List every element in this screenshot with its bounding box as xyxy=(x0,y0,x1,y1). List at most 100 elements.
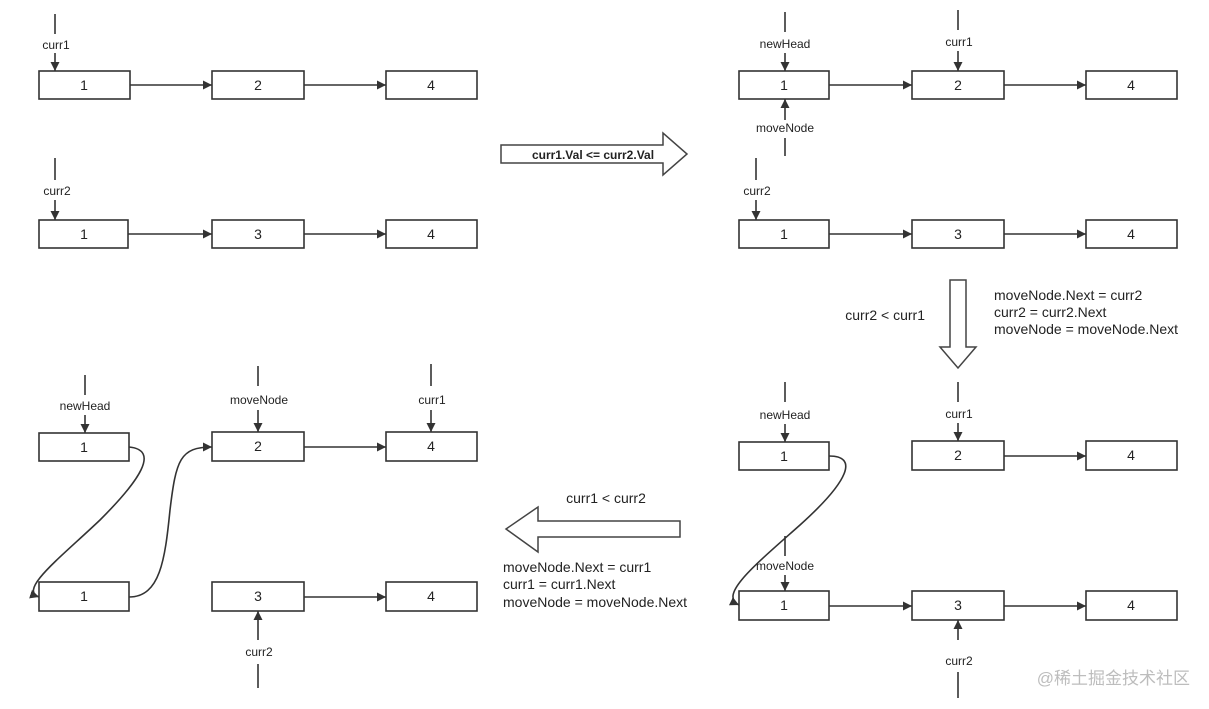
right-arrow-shape xyxy=(500,131,689,177)
code-line: curr2 = curr2.Next xyxy=(994,304,1107,320)
list1-node: 1 xyxy=(738,70,830,100)
pointer-label: moveNode xyxy=(756,559,814,573)
pointer-label: newHead xyxy=(760,37,811,51)
node-value: 4 xyxy=(1127,226,1135,242)
panel-bottom-left: newHead moveNode curr1 1 2 4 1 xyxy=(29,364,478,688)
node-value: 1 xyxy=(780,226,788,242)
node-value: 4 xyxy=(1127,447,1135,463)
panel-top-left: curr1 1 2 4 curr2 1 3 xyxy=(38,14,478,249)
pointer-newHead: newHead xyxy=(60,375,111,433)
list1-node: 4 xyxy=(1085,70,1178,100)
pointer-curr2: curr2 xyxy=(945,620,973,698)
list2-node: 3 xyxy=(211,581,305,612)
transition-left: curr1 < curr2 moveNode.Next = curr1 curr… xyxy=(503,490,687,610)
node-value: 2 xyxy=(954,77,962,93)
node-value: 1 xyxy=(780,597,788,613)
down-arrow-shape xyxy=(938,279,978,370)
transition-condition: curr1.Val <= curr2.Val xyxy=(532,148,654,162)
code-line: curr1 = curr1.Next xyxy=(503,576,616,592)
list1-node: 4 xyxy=(1085,440,1178,471)
pointer-curr2: curr2 xyxy=(43,158,71,220)
node-value: 1 xyxy=(80,226,88,242)
pointer-newHead: newHead xyxy=(760,382,811,442)
list2-node: 4 xyxy=(385,219,478,249)
merged-node: 1 xyxy=(738,590,830,621)
pointer-label: curr1 xyxy=(42,38,70,52)
pointer-label: curr2 xyxy=(245,645,273,659)
pointer-label: newHead xyxy=(60,399,111,413)
transition-condition: curr2 < curr1 xyxy=(845,307,925,323)
node-value: 4 xyxy=(427,588,435,604)
node-value: 3 xyxy=(954,226,962,242)
node-value: 2 xyxy=(254,438,262,454)
relinked-next-arrow xyxy=(128,442,213,598)
list1-node: 2 xyxy=(911,440,1005,471)
code-line: moveNode = moveNode.Next xyxy=(503,594,687,610)
node-value: 4 xyxy=(1127,597,1135,613)
pointer-moveNode: moveNode xyxy=(756,536,814,591)
node-value: 1 xyxy=(80,588,88,604)
node-value: 1 xyxy=(780,448,788,464)
pointer-curr1: curr1 xyxy=(418,364,446,432)
node-value: 1 xyxy=(780,77,788,93)
node-value: 3 xyxy=(954,597,962,613)
left-arrow-shape xyxy=(504,505,681,554)
list2-node: 4 xyxy=(1085,590,1178,621)
relinked-next-arrow xyxy=(29,446,145,599)
list1-node: 4 xyxy=(385,431,478,462)
list1-node: 1 xyxy=(38,70,131,100)
merged-node: 2 xyxy=(211,431,305,462)
transition-down: curr2 < curr1 moveNode.Next = curr2 curr… xyxy=(845,279,1178,370)
pointer-label: moveNode xyxy=(230,393,288,407)
panel-bottom-right: newHead curr1 1 2 4 moveNode 1 xyxy=(728,382,1178,698)
watermark-text: @稀土掘金技术社区 xyxy=(1037,669,1190,688)
list2-node: 3 xyxy=(911,219,1005,249)
relinked-next-arrow xyxy=(728,455,847,606)
list1-node: 2 xyxy=(911,70,1005,100)
pointer-label: moveNode xyxy=(756,121,814,135)
list2-node: 4 xyxy=(385,581,478,612)
transition-condition: curr1 < curr2 xyxy=(566,490,646,506)
node-value: 2 xyxy=(254,77,262,93)
list1-node: 2 xyxy=(211,70,305,100)
node-value: 4 xyxy=(427,438,435,454)
pointer-moveNode: moveNode xyxy=(756,99,814,156)
list2-node: 1 xyxy=(738,219,830,249)
panel-top-right: newHead curr1 1 2 4 moveNode c xyxy=(738,10,1178,249)
code-line: moveNode = moveNode.Next xyxy=(994,321,1178,337)
node-value: 3 xyxy=(254,588,262,604)
pointer-curr2: curr2 xyxy=(743,158,771,220)
code-line: moveNode.Next = curr2 xyxy=(994,287,1142,303)
node-value: 2 xyxy=(954,447,962,463)
pointer-curr1: curr1 xyxy=(945,10,973,71)
code-line: moveNode.Next = curr1 xyxy=(503,559,651,575)
list2-node: 3 xyxy=(911,590,1005,621)
node-value: 1 xyxy=(80,439,88,455)
node-value: 4 xyxy=(427,226,435,242)
transition-right: curr1.Val <= curr2.Val xyxy=(500,131,689,177)
list1-node: 4 xyxy=(385,70,478,100)
merged-node: 1 xyxy=(38,432,130,462)
pointer-label: curr1 xyxy=(418,393,446,407)
node-value: 4 xyxy=(1127,77,1135,93)
node-value: 3 xyxy=(254,226,262,242)
list2-node: 3 xyxy=(211,219,305,249)
node-value: 4 xyxy=(427,77,435,93)
pointer-newHead: newHead xyxy=(760,12,811,71)
pointer-label: curr2 xyxy=(743,184,771,198)
pointer-label: curr2 xyxy=(43,184,71,198)
pointer-label: curr1 xyxy=(945,407,973,421)
merged-node: 1 xyxy=(38,581,130,612)
pointer-curr1: curr1 xyxy=(42,14,70,71)
list2-node: 4 xyxy=(1085,219,1178,249)
node-value: 1 xyxy=(80,77,88,93)
pointer-curr2: curr2 xyxy=(245,611,273,688)
list2-node: 1 xyxy=(38,219,129,249)
pointer-label: newHead xyxy=(760,408,811,422)
pointer-curr1: curr1 xyxy=(945,382,973,441)
merged-node: 1 xyxy=(738,441,830,471)
pointer-label: curr2 xyxy=(945,654,973,668)
pointer-moveNode: moveNode xyxy=(230,366,288,432)
pointer-label: curr1 xyxy=(945,35,973,49)
